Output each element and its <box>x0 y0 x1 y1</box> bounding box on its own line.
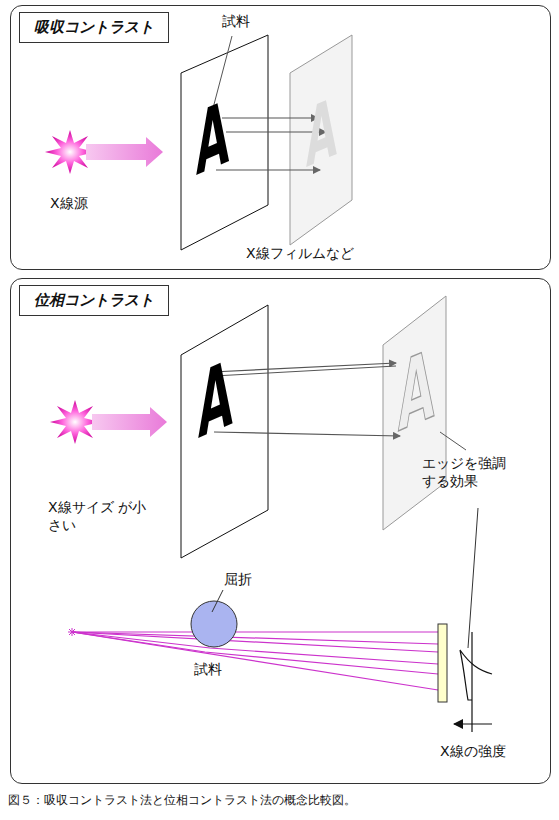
ray-arrow <box>216 169 320 170</box>
ray-arrow <box>222 117 318 118</box>
beam-arrow <box>86 137 163 167</box>
leader-line <box>440 432 466 450</box>
intensity-arrow <box>454 723 492 724</box>
leader-line <box>212 590 223 612</box>
detector <box>438 624 447 702</box>
ray-fan <box>72 632 438 690</box>
ray-arrow <box>214 366 396 376</box>
panel-heading: 位相コントラスト <box>19 285 169 316</box>
intensity-axis <box>471 632 472 732</box>
source-label: X線サイズ が小さい <box>48 498 160 534</box>
sample-plane <box>181 35 268 250</box>
point-source <box>68 628 76 636</box>
panel-heading: 吸収コントラスト <box>19 12 169 43</box>
edge-label: エッジを強調 する効果 <box>422 454 520 490</box>
sample-letter: A <box>196 88 229 188</box>
sample-label: 試料 <box>194 660 222 678</box>
intensity-label: X線の強度 <box>440 742 506 760</box>
sample-label: 試料 <box>222 12 250 30</box>
panel: 吸収コントラスト <box>10 5 551 270</box>
sample-plane <box>181 305 268 558</box>
film-image: A <box>398 337 434 446</box>
figure-caption: 図５：吸収コントラスト法と位相コントラスト法の概念比較図。 <box>8 792 356 809</box>
source-label: X線源 <box>50 194 88 212</box>
beam-arrow <box>92 407 167 437</box>
film-label: X線フィルムなど <box>246 244 354 262</box>
film-image: A <box>306 87 337 180</box>
sample-letter: A <box>198 347 233 452</box>
film-plane <box>290 35 352 245</box>
ray-arrow <box>214 432 400 436</box>
leader-line <box>468 508 478 648</box>
intensity-curve <box>460 650 492 700</box>
film-plane <box>383 296 446 530</box>
refraction-label: 屈折 <box>224 570 252 588</box>
panel: 位相コントラスト <box>10 278 551 784</box>
